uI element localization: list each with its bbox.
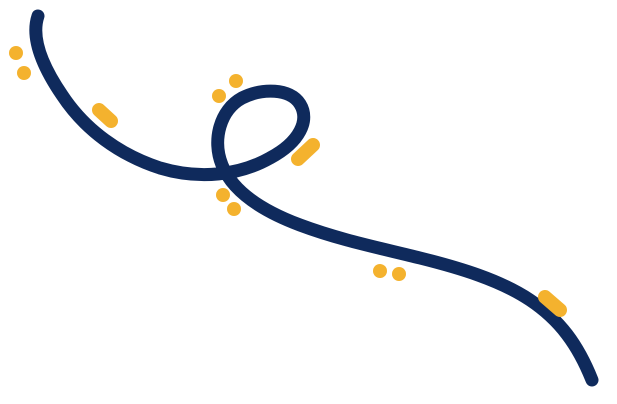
accent-dot — [373, 264, 387, 278]
navy-squiggle-line — [29, 9, 599, 387]
yellow-accent-dashes — [92, 103, 567, 317]
accent-dot — [212, 89, 226, 103]
accent-dot — [229, 74, 243, 88]
accent-dot — [216, 188, 230, 202]
accent-dash — [291, 138, 320, 166]
accent-dot — [227, 202, 241, 216]
accent-dot — [392, 267, 406, 281]
accent-dash — [92, 103, 118, 128]
accent-dot — [9, 46, 23, 60]
yellow-accent-marks — [9, 46, 406, 281]
accent-dash — [538, 290, 567, 317]
accent-dot — [17, 66, 31, 80]
